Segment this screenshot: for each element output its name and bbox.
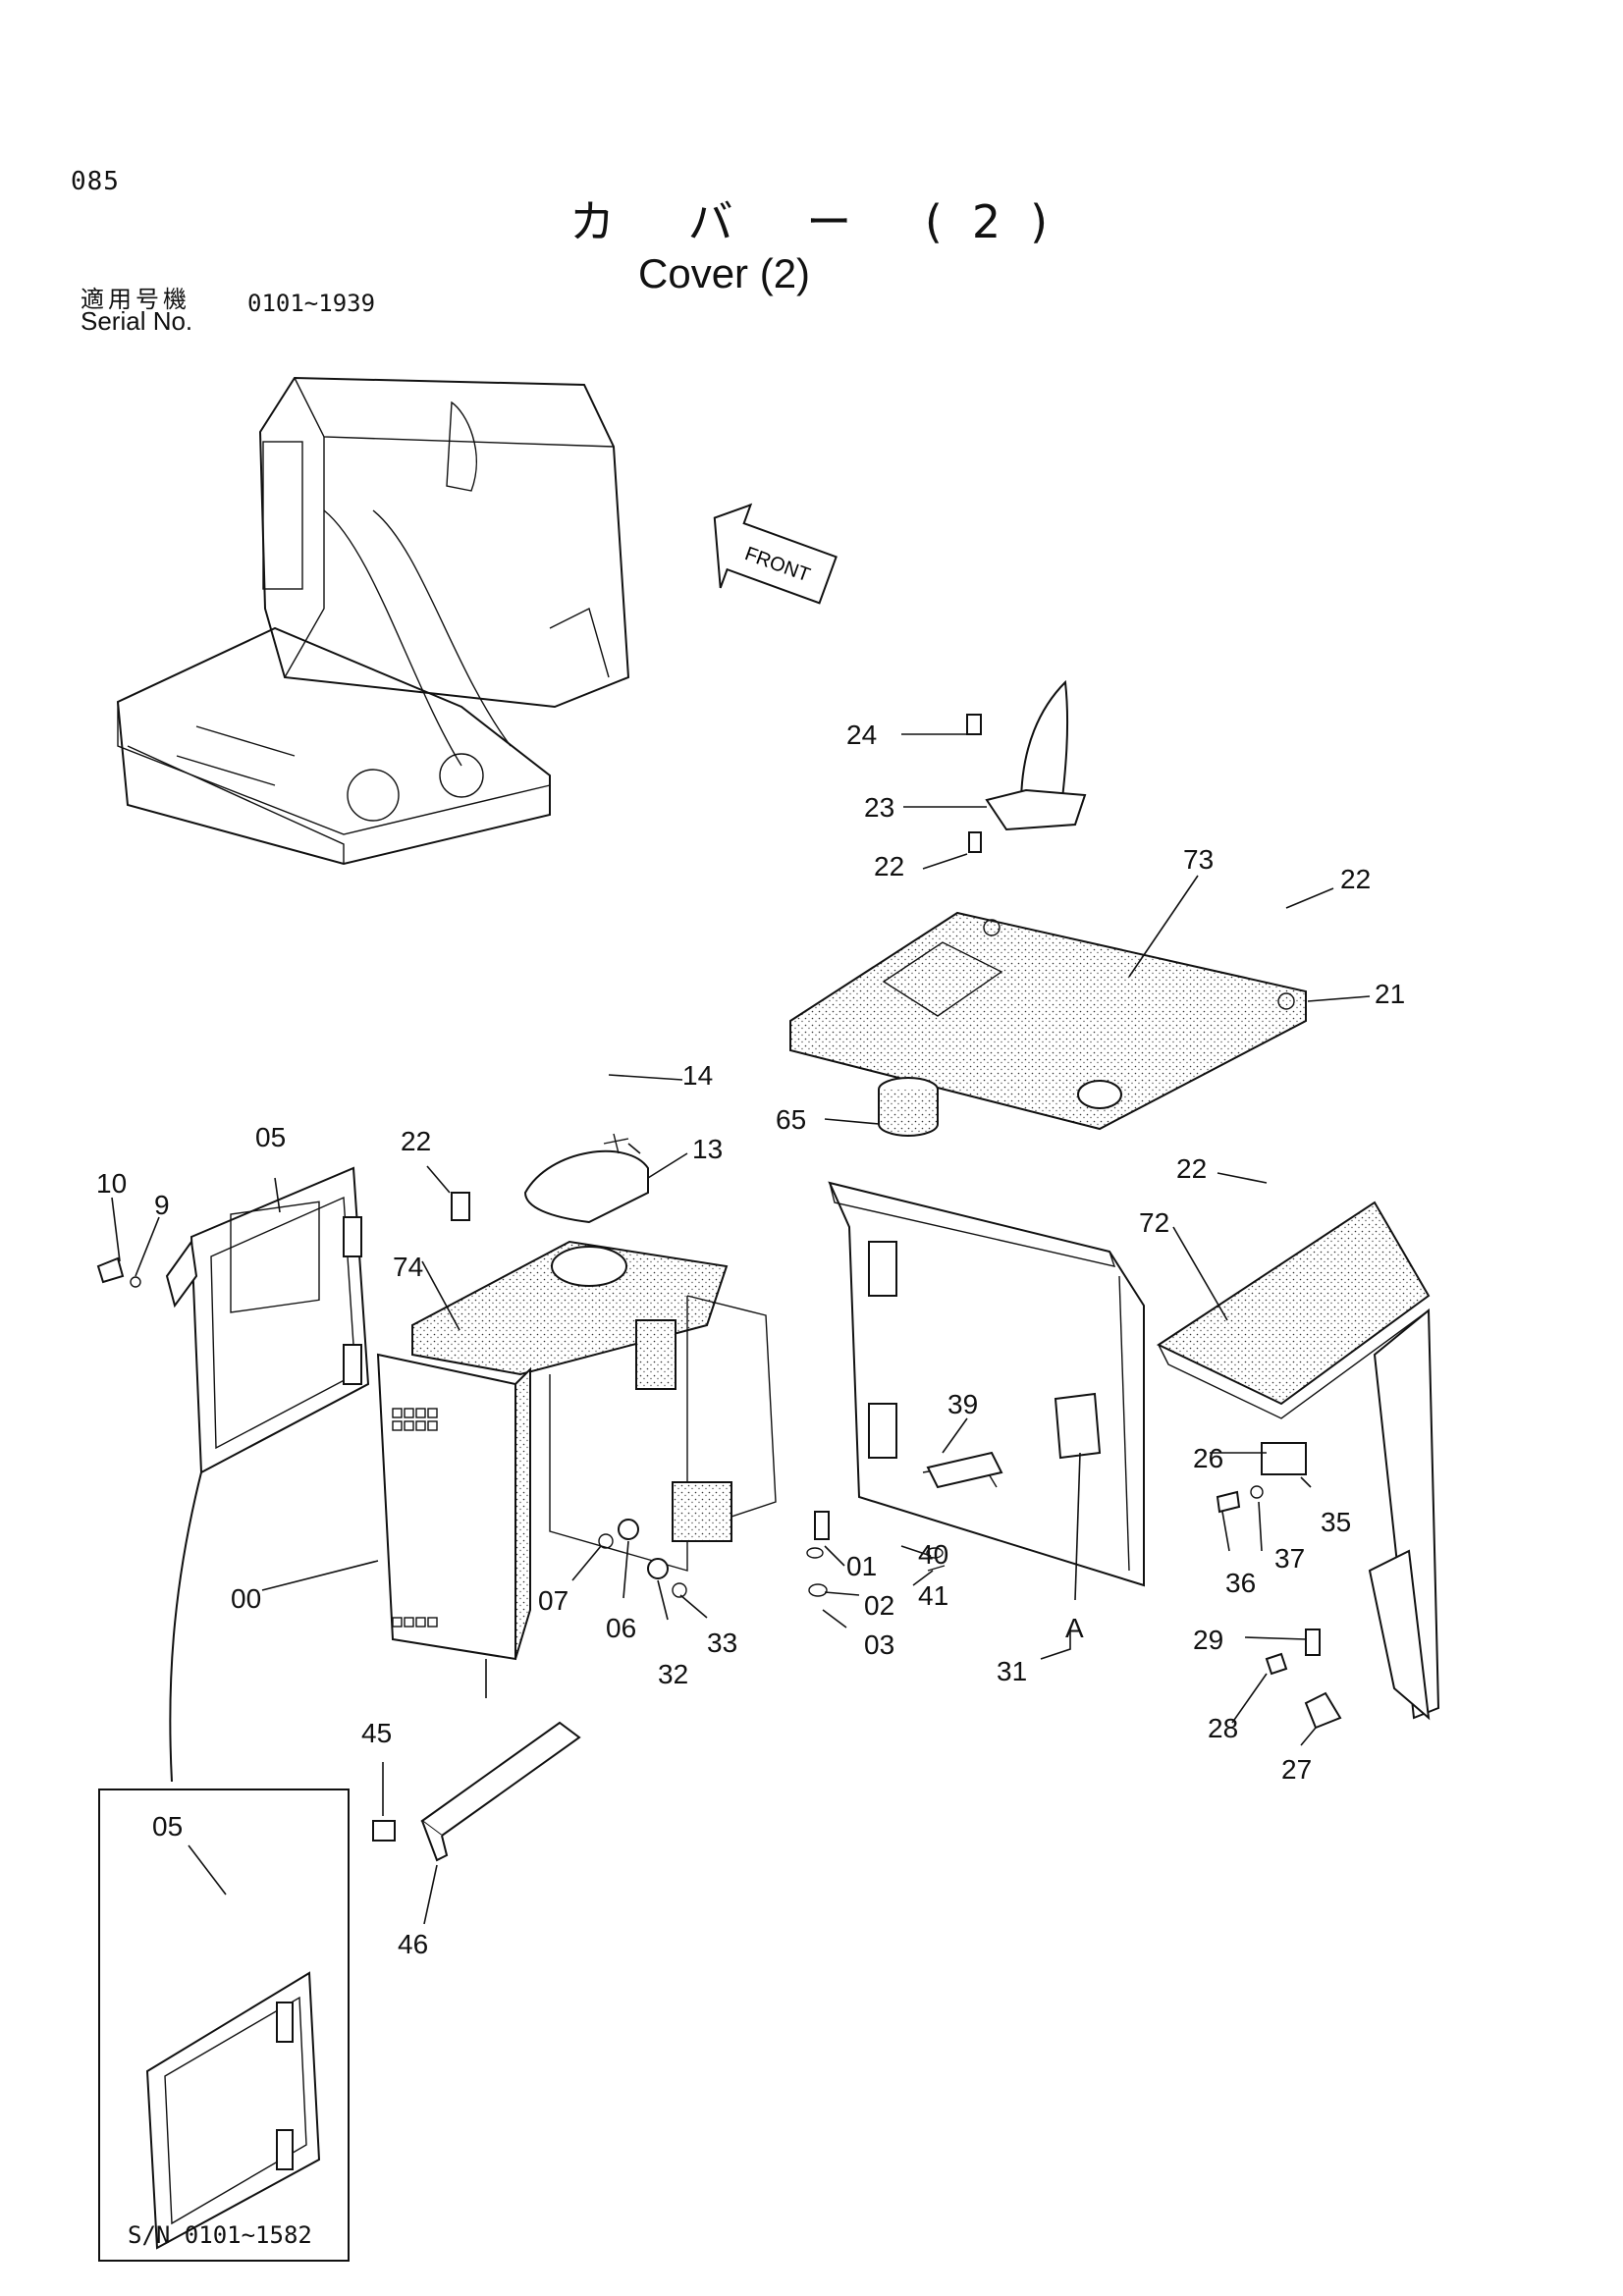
callout-31: 31 — [997, 1656, 1027, 1686]
callout-00: 00 — [231, 1583, 261, 1614]
callout-46: 46 — [398, 1929, 428, 1959]
callout-22-top: 22 — [874, 851, 904, 881]
callout-9: 9 — [154, 1190, 170, 1220]
round-cover — [523, 1133, 649, 1224]
detail-arrow — [169, 1471, 202, 1783]
callout-07: 07 — [538, 1585, 568, 1616]
side-panel — [828, 1181, 1145, 1587]
callout-72: 72 — [1139, 1207, 1169, 1238]
small-parts — [96, 1192, 1342, 1730]
front-arrow: FRONT — [713, 503, 838, 605]
callout-13: 13 — [692, 1134, 723, 1164]
page-title: Cover (2) — [638, 250, 811, 296]
callout-10: 10 — [96, 1168, 127, 1199]
top-plate — [789, 911, 1307, 1131]
callout-01: 01 — [846, 1551, 877, 1581]
callout-36: 36 — [1225, 1568, 1256, 1598]
serial-range: 0101~1939 — [247, 290, 376, 317]
callout-24: 24 — [846, 720, 877, 750]
callout-33: 33 — [707, 1628, 737, 1658]
main-frame — [376, 1240, 777, 1661]
callout-73: 73 — [1183, 844, 1214, 875]
callout-22-right: 22 — [1340, 864, 1371, 894]
callout-40: 40 — [918, 1539, 948, 1570]
callout-37: 37 — [1274, 1543, 1305, 1574]
callout-27: 27 — [1281, 1754, 1312, 1785]
callout-65: 65 — [776, 1104, 806, 1135]
callout-14: 14 — [682, 1060, 713, 1091]
inset-detail-box — [98, 1789, 350, 2262]
serial-label-japanese: 適用号機 — [81, 286, 190, 313]
inset-door — [145, 1971, 321, 2250]
callout-06: 06 — [606, 1613, 636, 1643]
callout-02: 02 — [864, 1590, 894, 1621]
callout-23: 23 — [864, 792, 894, 823]
part-callouts: 24 23 22 73 22 21 14 13 65 05 22 10 9 74… — [96, 720, 1405, 1959]
callout-05-inset: 05 — [152, 1811, 183, 1842]
inset-serial-note: S/N 0101~1582 — [128, 2221, 312, 2249]
callout-22-frame: 22 — [401, 1126, 431, 1156]
callout-28: 28 — [1208, 1713, 1238, 1743]
callout-A: A — [1065, 1613, 1084, 1643]
callout-35: 35 — [1321, 1507, 1351, 1537]
callout-26: 26 — [1193, 1443, 1223, 1473]
callout-03: 03 — [864, 1629, 894, 1660]
page-title-japanese: カ バ ー (2) — [569, 195, 1078, 248]
page-number: 085 — [71, 167, 120, 196]
door-panel — [165, 1166, 370, 1474]
right-cover — [1156, 1201, 1440, 1721]
rubber-mount — [878, 1077, 939, 1137]
callout-05: 05 — [255, 1122, 286, 1152]
serial-label: Serial No. — [81, 306, 193, 336]
leader-lines — [111, 733, 1371, 1925]
callout-41: 41 — [918, 1580, 948, 1611]
callout-29: 29 — [1193, 1625, 1223, 1655]
callout-21: 21 — [1375, 979, 1405, 1009]
callout-74: 74 — [393, 1252, 423, 1282]
callout-45: 45 — [361, 1718, 392, 1748]
callout-39: 39 — [947, 1389, 978, 1419]
callout-32: 32 — [658, 1659, 688, 1689]
bracket — [372, 1721, 581, 1862]
exhaust-pipe — [966, 679, 1087, 853]
overview-assembly — [116, 376, 630, 866]
callout-22-cover: 22 — [1176, 1153, 1207, 1184]
